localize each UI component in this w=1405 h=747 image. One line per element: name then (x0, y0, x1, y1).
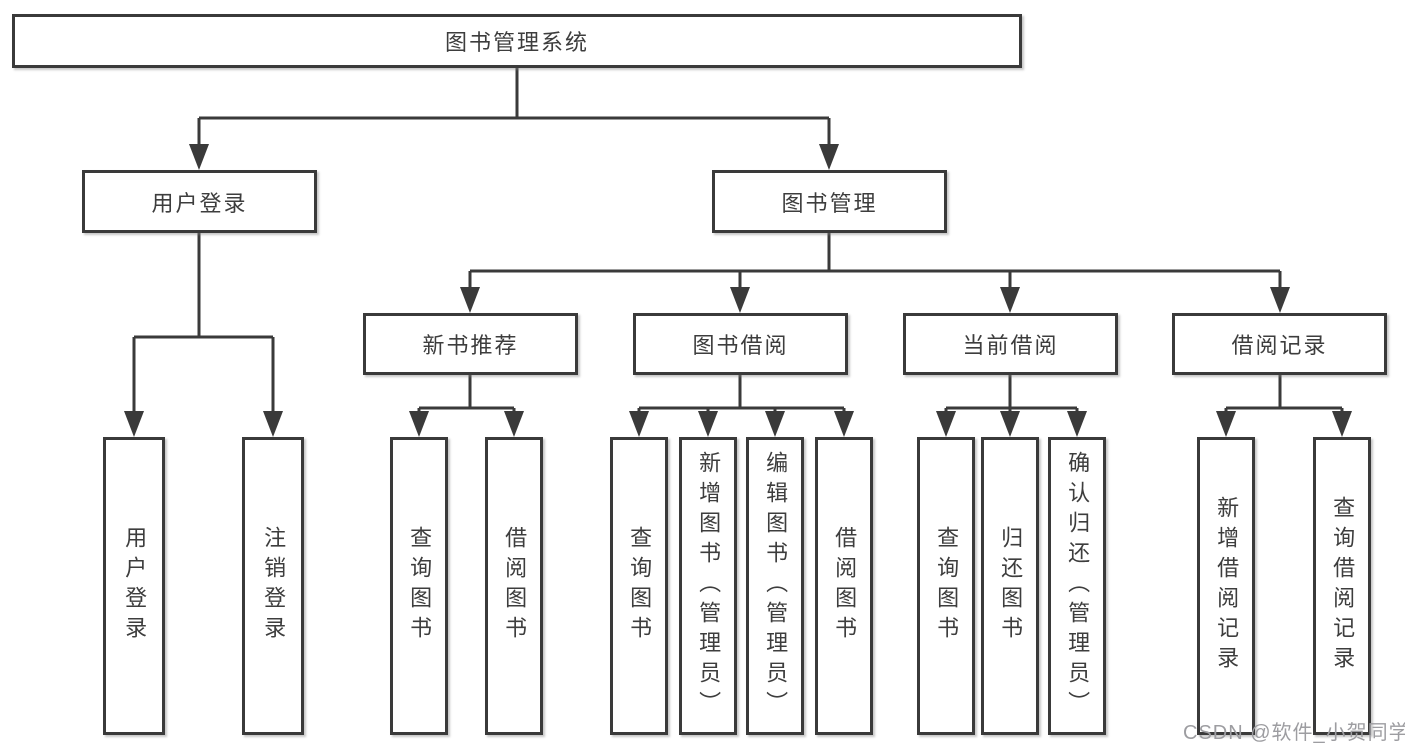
node-borrowing-records: 借阅记录 (1172, 313, 1387, 375)
leaf-borrow-books-recommend: 借阅图书 (485, 437, 543, 735)
leaf-return-books-label: 归还图书 (998, 526, 1024, 646)
leaf-edit-book-admin: 编辑图书（管理员） (746, 437, 804, 735)
leaf-borrow-books-borrowing: 借阅图书 (815, 437, 873, 735)
leaf-borrow-books-recommend-label: 借阅图书 (502, 526, 528, 646)
leaf-query-borrow-record-label: 查询借阅记录 (1330, 496, 1356, 676)
leaf-query-books-current: 查询图书 (917, 437, 975, 735)
leaf-borrow-books-borrowing-label: 借阅图书 (832, 526, 858, 646)
leaf-logout-label: 注销登录 (261, 526, 287, 646)
arrowheads (124, 144, 1352, 437)
node-new-book-recommendation: 新书推荐 (363, 313, 578, 375)
leaf-add-borrow-record: 新增借阅记录 (1197, 437, 1255, 735)
csdn-watermark: CSDN @软件_小贺同学 (1183, 722, 1405, 744)
leaf-add-book-admin-label: 新增图书（管理员） (696, 451, 722, 721)
leaf-query-books-recommend-label: 查询图书 (407, 526, 433, 646)
leaf-query-borrow-record: 查询借阅记录 (1313, 437, 1371, 735)
leaf-query-books-recommend: 查询图书 (390, 437, 448, 735)
leaf-user-login-label: 用户登录 (122, 526, 148, 646)
node-user-login: 用户登录 (82, 170, 317, 233)
leaf-edit-book-admin-label: 编辑图书（管理员） (763, 451, 789, 721)
leaf-add-borrow-record-label: 新增借阅记录 (1214, 496, 1240, 676)
node-root-library-management-system: 图书管理系统 (12, 14, 1022, 68)
node-book-borrowing: 图书借阅 (633, 313, 848, 375)
node-book-management: 图书管理 (712, 170, 947, 233)
leaf-logout: 注销登录 (242, 437, 304, 735)
leaf-query-books-borrowing: 查询图书 (610, 437, 668, 735)
node-current-borrowing: 当前借阅 (903, 313, 1118, 375)
leaf-user-login: 用户登录 (103, 437, 165, 735)
leaf-return-books: 归还图书 (981, 437, 1039, 735)
leaf-query-books-borrowing-label: 查询图书 (627, 526, 653, 646)
leaf-confirm-return-admin-label: 确认归还（管理员） (1065, 451, 1091, 721)
leaf-confirm-return-admin: 确认归还（管理员） (1048, 437, 1106, 735)
leaf-query-books-current-label: 查询图书 (934, 526, 960, 646)
leaf-add-book-admin: 新增图书（管理员） (679, 437, 737, 735)
